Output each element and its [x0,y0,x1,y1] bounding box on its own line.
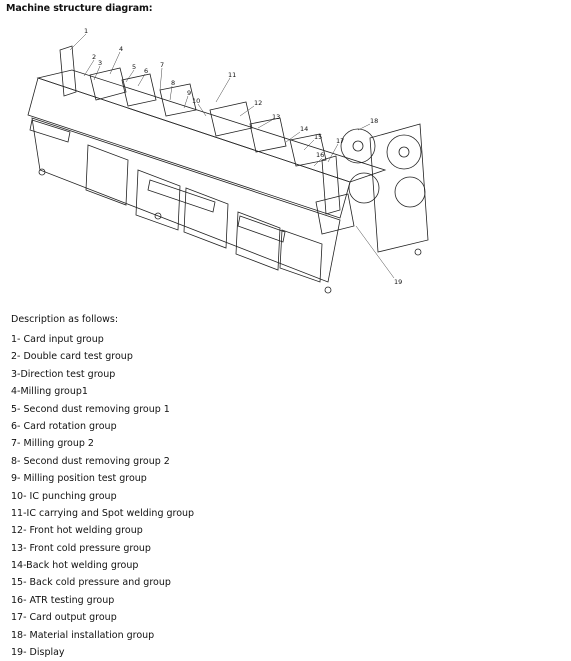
callout-2: 2 [92,53,96,61]
cabinet-door [235,211,281,271]
machine-foot [38,168,46,176]
callout-19: 19 [394,278,402,286]
list-item: 12- Front hot welding group [11,525,143,537]
material-reel [398,146,410,158]
list-item: 16- ATR testing group [11,594,115,606]
description-heading: Description as follows: [11,314,119,325]
control-panel [237,215,286,243]
list-item: 5- Second dust removing group 1 [11,403,170,415]
display-panel [315,193,355,235]
cabinet-door [279,229,323,283]
callout-6: 6 [144,67,148,75]
material-reel [386,134,422,170]
list-item: 10- IC punching group [11,490,117,502]
callout-18: 18 [370,117,378,125]
list-item: 18- Material installation group [11,629,155,641]
cabinet-door [183,187,229,249]
material-reel [352,140,364,152]
list-item: 7- Milling group 2 [11,438,94,450]
module [249,117,287,153]
cabinet-door [135,169,181,231]
machine-front-face [27,77,351,219]
machine-top-surface [36,69,387,183]
list-item: 14-Back hot welding group [11,560,139,572]
callout-10: 10 [192,97,200,105]
list-item: 9- Milling position test group [11,473,147,485]
control-panel [29,119,71,143]
module [121,73,157,107]
list-item: 6- Card rotation group [11,420,117,432]
material-reel [394,176,426,208]
material-reel [340,128,376,164]
module [289,133,327,167]
callout-12: 12 [254,99,262,107]
callout-9: 9 [187,89,191,97]
description-list: 1- Card input group 2- Double card test … [11,331,194,661]
machine-foot [414,248,422,256]
list-item: 4-Milling group1 [11,386,88,398]
callout-1: 1 [84,27,88,35]
callout-5: 5 [132,63,136,71]
machine-foot [324,286,332,294]
callout-8: 8 [171,79,175,87]
callout-16: 16 [316,151,324,159]
callout-4: 4 [119,45,123,53]
list-item: 19- Display [11,647,65,659]
machine-foot [154,212,162,220]
module [89,67,127,101]
callout-15: 15 [314,133,322,141]
list-item: 15- Back cold pressure and group [11,577,171,589]
list-item: 2- Double card test group [11,351,133,363]
cabinet-door [85,144,129,206]
reel-frame [369,123,429,253]
list-item: 17- Card output group [11,612,117,624]
material-reel [348,172,380,204]
list-item: 3-Direction test group [11,368,116,380]
callout-11: 11 [228,71,236,79]
machine-structure-diagram: 1 2 3 4 5 6 7 8 9 10 11 12 13 14 15 16 1… [27,27,429,294]
callout-3: 3 [98,59,102,67]
page-title: Machine structure diagram: [6,3,153,14]
list-item: 8- Second dust removing group 2 [11,455,170,467]
control-panel [147,179,216,213]
callout-14: 14 [300,125,308,133]
callout-7: 7 [160,61,164,69]
list-item: 11-IC carrying and Spot welding group [11,507,195,519]
machine-cabinet [31,117,341,283]
card-output-column [321,155,341,215]
module [159,83,197,117]
callout-17: 17 [336,137,344,145]
callout-13: 13 [272,113,280,121]
card-input-tower [59,45,77,97]
list-item: 1- Card input group [11,334,104,345]
module [209,101,253,137]
list-item: 13- Front cold pressure group [11,542,151,554]
